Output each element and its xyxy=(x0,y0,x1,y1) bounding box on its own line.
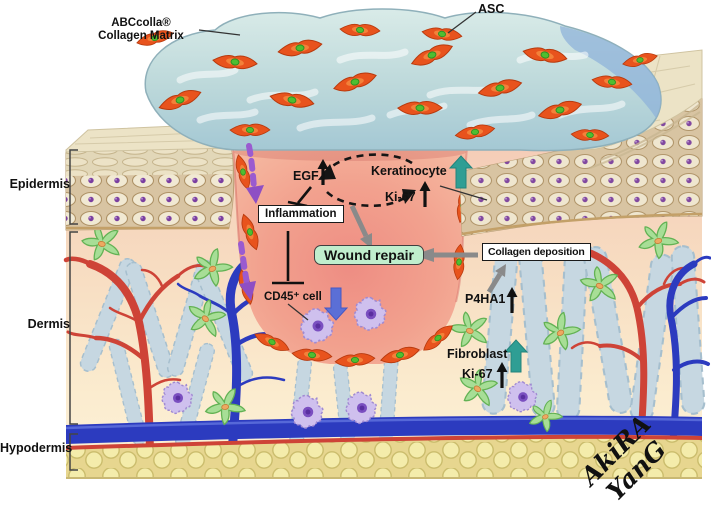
p4ha1-to-collagen-arrow xyxy=(486,264,506,294)
migration-arrow-upper xyxy=(246,143,257,191)
asc-migration-arrows xyxy=(238,143,264,301)
epidermis-right xyxy=(459,94,703,237)
artery-tree-left xyxy=(63,256,206,456)
ki67-lower-label: Ki-67 xyxy=(462,367,493,381)
matrix-label-line1: ABCcolla® xyxy=(111,17,171,29)
matrix-label-line2: Collagen Matrix xyxy=(98,30,184,42)
inflammation-box: Inflammation xyxy=(258,205,344,223)
hypodermis-fat xyxy=(66,438,702,479)
epidermis-label: Epidermis xyxy=(9,177,70,191)
epidermis-bracket xyxy=(69,149,78,225)
asc-label-line xyxy=(447,11,477,34)
wound-repair-box: Wound repair xyxy=(314,245,424,265)
p4ha1-label: P4HA1 xyxy=(465,292,506,306)
ki67-upper-label: Ki-67 xyxy=(385,190,416,204)
collagen-deposition-box: Collagen deposition xyxy=(482,243,591,261)
cd45-pointer-line xyxy=(287,303,309,321)
keratinocyte-pointer-line xyxy=(439,185,488,201)
collagen-matrix-block xyxy=(135,8,662,152)
hypodermis-bracket xyxy=(69,433,78,471)
fibroblast-label: Fibroblast xyxy=(447,347,508,361)
dermis-bracket xyxy=(69,231,78,425)
matrix-label-line xyxy=(198,29,241,36)
hypodermis-label: Hypodermis xyxy=(0,441,73,455)
inhibition-inflammation-to-cd45 xyxy=(272,231,304,285)
egf-label: EGF xyxy=(293,169,319,183)
asc-label: ASC xyxy=(478,2,505,16)
keratinocyte-label: Keratinocyte xyxy=(371,164,447,178)
leader-lines xyxy=(198,11,488,321)
layer-brackets xyxy=(69,149,78,471)
migration-arrow-lower xyxy=(238,241,250,287)
cd45-label: CD45⁺ cell xyxy=(264,291,322,303)
matrix-label: ABCcolla® Collagen Matrix xyxy=(85,17,197,43)
migration-arrowhead-lower xyxy=(239,281,256,301)
dermis-label: Dermis xyxy=(27,317,70,331)
migration-arrowhead-upper xyxy=(246,185,264,204)
epidermis-left xyxy=(65,147,235,231)
